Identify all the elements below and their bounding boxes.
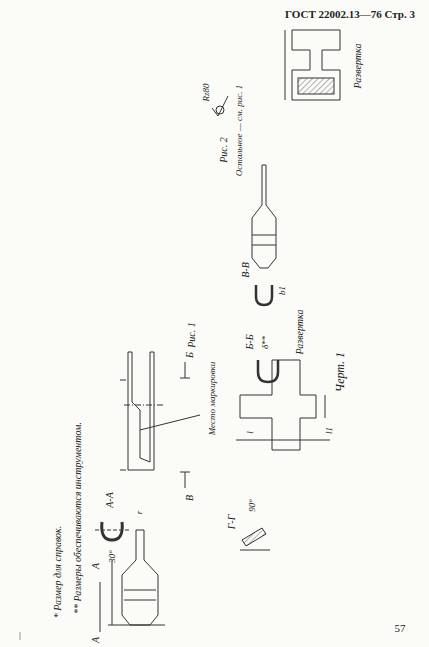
section-a-a	[95, 522, 130, 540]
drawing-label: l1	[325, 426, 334, 433]
drawing-label: Б	[185, 352, 195, 358]
drawing-label: Остальное — см. рис. 1	[235, 84, 244, 175]
drawing-label: Rz80	[202, 83, 211, 101]
drawing-label: Развертка	[353, 44, 363, 89]
drawing-label: А-А	[105, 492, 115, 508]
drawing-label: * Размер для справок.	[53, 526, 63, 619]
blank-development	[236, 360, 330, 450]
drawing-label: 90°	[247, 499, 256, 512]
drawing-label: ГОСТ 22002.13—76 Стр. 3	[285, 9, 415, 20]
drawing-label: ** Размеры обеспечиваются инструментом.	[73, 422, 83, 614]
drawing-label: А	[91, 637, 101, 643]
drawing-label: 57	[395, 623, 406, 634]
roughness-symbol	[212, 96, 228, 116]
drawing-label: l	[245, 431, 254, 434]
blank-development-fig2	[285, 30, 340, 100]
drawing-label: δ**	[262, 335, 271, 348]
lug-top-view	[100, 530, 165, 632]
section-g-g	[240, 528, 270, 550]
drawing-label: 30°	[107, 550, 116, 563]
lug-side-view	[120, 352, 200, 488]
drawing-label: Г-Г	[227, 515, 237, 530]
drawing-label: Рис. 1	[187, 322, 197, 348]
drawing-label: r	[135, 510, 144, 514]
section-b-b	[258, 360, 278, 382]
drawing-label: В-В	[241, 262, 251, 278]
drawing-label: В	[185, 495, 195, 501]
figure-caption: Черт. 1	[334, 352, 346, 392]
lug-fig2	[252, 165, 276, 268]
section-v-v	[256, 285, 272, 305]
drawing-label: Б-Б	[245, 334, 255, 349]
drawing-label: Рис. 2	[219, 137, 229, 163]
drawing-label: Место маркировки	[209, 361, 218, 435]
drawing-label: b1	[278, 286, 287, 295]
drawing-label: А	[91, 563, 101, 569]
drawing-label: Развертка	[295, 310, 305, 355]
